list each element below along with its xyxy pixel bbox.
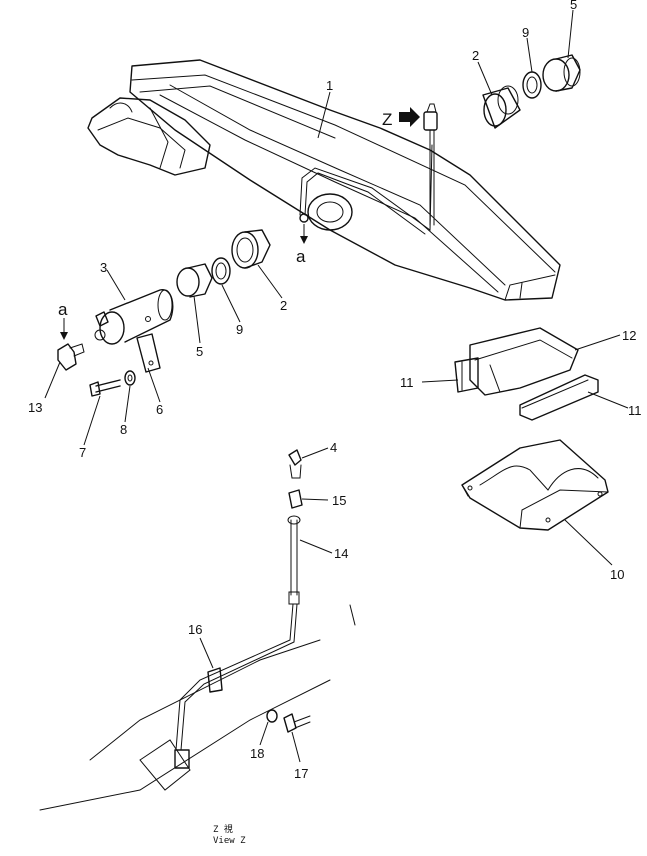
support-10 bbox=[461, 439, 609, 531]
callout-11-right: 11 bbox=[628, 403, 642, 418]
view-arrow-icon bbox=[399, 107, 420, 127]
pad-12 bbox=[469, 327, 579, 396]
callout-16: 16 bbox=[188, 622, 202, 637]
adapter-15 bbox=[288, 489, 303, 509]
bolt-7 bbox=[89, 379, 121, 397]
detail-a-marker: a bbox=[296, 213, 309, 266]
callout-11-left: 11 bbox=[400, 375, 414, 390]
marker-a-left: a bbox=[58, 300, 68, 319]
view-z-label: Z bbox=[382, 110, 392, 129]
callout-15: 15 bbox=[332, 493, 346, 508]
callout-9-lower: 9 bbox=[236, 322, 243, 337]
callout-10: 10 bbox=[610, 567, 624, 582]
fitting-view-z bbox=[174, 749, 190, 769]
washer-8 bbox=[124, 370, 136, 386]
callout-3: 3 bbox=[100, 260, 107, 275]
callout-6: 6 bbox=[156, 402, 163, 417]
view-z-detail bbox=[39, 449, 356, 811]
grease-fitting-4 bbox=[288, 449, 302, 466]
plate-6 bbox=[136, 333, 161, 373]
leader-lines bbox=[44, 9, 629, 763]
bushing-5-lower bbox=[176, 263, 213, 298]
callout-labels: 1 2 9 5 2 9 5 3 6 7 8 13 12 11 11 10 4 1… bbox=[28, 0, 642, 781]
pad-11-upper bbox=[454, 357, 479, 393]
callout-17: 17 bbox=[294, 766, 308, 781]
bushing-2-lower bbox=[231, 229, 271, 269]
pin-3 bbox=[94, 289, 174, 345]
bolt-17 bbox=[283, 713, 297, 733]
callout-12: 12 bbox=[622, 328, 636, 343]
callout-2-upper: 2 bbox=[472, 48, 479, 63]
callout-8: 8 bbox=[120, 422, 127, 437]
axle-beam bbox=[87, 59, 561, 301]
elbow-fitting-13: a bbox=[57, 300, 85, 371]
callout-9-upper: 9 bbox=[522, 25, 529, 40]
view-z-indicator: Z bbox=[382, 103, 438, 226]
washer-18 bbox=[266, 709, 278, 723]
callout-18: 18 bbox=[250, 746, 264, 761]
callout-14: 14 bbox=[334, 546, 348, 561]
marker-a-center: a bbox=[296, 247, 306, 266]
caption-line-1: Z 視 bbox=[213, 823, 233, 835]
washer-9-lower bbox=[211, 257, 231, 285]
callout-2-lower: 2 bbox=[280, 298, 287, 313]
callout-5-lower: 5 bbox=[196, 344, 203, 359]
callout-4: 4 bbox=[330, 440, 337, 455]
callout-7: 7 bbox=[79, 445, 86, 460]
bushing-5-upper bbox=[542, 54, 581, 92]
callout-13: 13 bbox=[28, 400, 42, 415]
caption-line-2: View Z bbox=[213, 836, 246, 846]
bushing-2-upper bbox=[482, 85, 521, 129]
callout-5-upper: 5 bbox=[570, 0, 577, 12]
washer-9-upper bbox=[522, 71, 542, 99]
view-caption: Z 視 View Z bbox=[213, 823, 246, 846]
callout-1: 1 bbox=[326, 78, 333, 93]
pad-11-lower bbox=[519, 374, 599, 421]
